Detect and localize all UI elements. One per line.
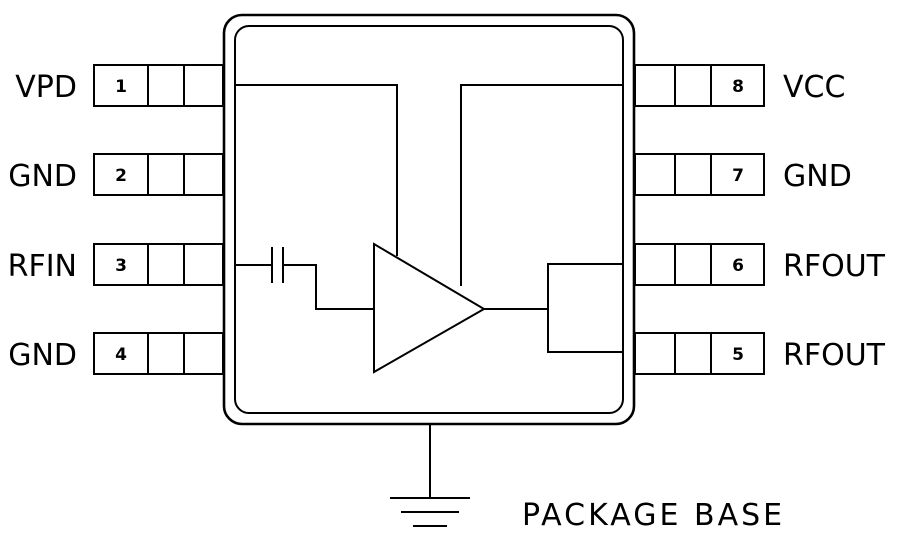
pin-5-label: RFOUT bbox=[783, 338, 886, 373]
pin-8: 8 VCC bbox=[634, 64, 845, 107]
pin-6-number: 6 bbox=[732, 256, 744, 276]
pin-4-label: GND bbox=[8, 338, 77, 373]
pin-5-number: 5 bbox=[732, 345, 744, 365]
vpd-wire bbox=[235, 84, 398, 256]
pin-6-label: RFOUT bbox=[783, 249, 886, 284]
pin-5: 5 RFOUT bbox=[634, 332, 886, 375]
amplifier-triangle bbox=[373, 242, 486, 374]
rfout-wire bbox=[547, 263, 623, 353]
pin-8-label: VCC bbox=[783, 70, 845, 105]
package-outer-outline bbox=[222, 13, 636, 426]
vcc-wire bbox=[460, 84, 623, 286]
pin-6: 6 RFOUT bbox=[634, 243, 886, 286]
ground-symbol bbox=[390, 424, 470, 527]
pin-1-number: 1 bbox=[115, 77, 127, 97]
package-base-label: PACKAGE BASE bbox=[522, 498, 785, 533]
pin-1: 1 VPD bbox=[15, 64, 224, 107]
package-inner-outline bbox=[234, 25, 624, 414]
pin-3-label: RFIN bbox=[8, 249, 77, 284]
pin-7-number: 7 bbox=[732, 166, 744, 186]
pin-4: 4 GND bbox=[8, 332, 224, 375]
pin-2-label: GND bbox=[8, 159, 77, 194]
pin-2: 2 GND bbox=[8, 153, 224, 196]
pin-2-number: 2 bbox=[115, 166, 127, 186]
pin-8-number: 8 bbox=[732, 77, 744, 97]
pin-3-number: 3 bbox=[115, 256, 127, 276]
pin-7-label: GND bbox=[783, 159, 852, 194]
pin-4-number: 4 bbox=[115, 345, 127, 365]
pin-1-label: VPD bbox=[15, 70, 77, 105]
pin-3: 3 RFIN bbox=[8, 243, 224, 286]
pin-7: 7 GND bbox=[634, 153, 852, 196]
input-capacitor bbox=[235, 247, 374, 310]
